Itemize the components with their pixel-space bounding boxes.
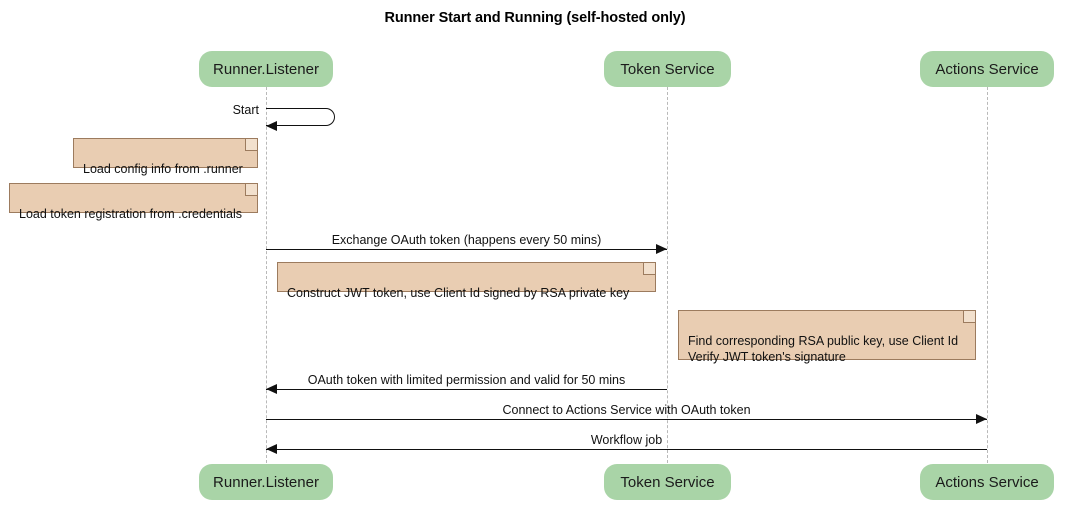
message-arrowhead-workflow-job (266, 444, 277, 454)
participant-actions-service-bottom[interactable]: Actions Service (920, 464, 1054, 500)
message-label-connect-actions-service: Connect to Actions Service with OAuth to… (502, 403, 751, 417)
participant-label: Token Service (620, 473, 715, 491)
message-label-workflow-job: Workflow job (590, 433, 663, 447)
message-line-connect-actions-service (266, 419, 987, 420)
note-text: Load config info from .runner (83, 162, 243, 176)
note-fold-corner-icon (963, 311, 975, 323)
participant-label: Actions Service (935, 60, 1039, 78)
note-fold-corner-icon (245, 184, 257, 196)
message-arrowhead-connect-actions-service (976, 414, 987, 424)
note-text: Find corresponding RSA public key, use C… (688, 334, 959, 364)
lifeline-actions (987, 87, 988, 463)
note-verify-jwt: Find corresponding RSA public key, use C… (678, 310, 976, 364)
self-message-start-arrowhead (266, 121, 277, 131)
participant-runner-listener-top[interactable]: Runner.Listener (199, 51, 333, 87)
message-line-oauth-token-response (266, 389, 667, 390)
participant-label: Runner.Listener (213, 473, 319, 491)
note-fold-corner-icon (245, 139, 257, 151)
participant-label: Actions Service (935, 473, 1039, 491)
note-load-token-registration: Load token registration from .credential… (9, 183, 258, 221)
note-text: Load token registration from .credential… (19, 207, 243, 221)
message-label-start: Start (232, 103, 259, 117)
message-arrowhead-oauth-token-response (266, 384, 277, 394)
participant-label: Token Service (620, 60, 715, 78)
participant-label: Runner.Listener (213, 60, 319, 78)
lifeline-token (667, 87, 668, 463)
participant-runner-listener-bottom[interactable]: Runner.Listener (199, 464, 333, 500)
page-title: Runner Start and Running (self-hosted on… (384, 10, 686, 26)
participant-actions-service-top[interactable]: Actions Service (920, 51, 1054, 87)
participant-token-service-top[interactable]: Token Service (604, 51, 731, 87)
message-label-oauth-token-response: OAuth token with limited permission and … (307, 373, 626, 387)
note-fold-corner-icon (643, 263, 655, 275)
message-line-exchange-oauth-token (266, 249, 667, 250)
message-line-workflow-job (266, 449, 987, 450)
lifeline-runner (266, 87, 267, 463)
note-construct-jwt: Construct JWT token, use Client Id signe… (277, 262, 656, 300)
self-message-start-loop (266, 108, 335, 126)
note-text: Construct JWT token, use Client Id signe… (287, 286, 630, 300)
message-label-exchange-oauth-token: Exchange OAuth token (happens every 50 m… (331, 233, 602, 247)
message-arrowhead-exchange-oauth-token (656, 244, 667, 254)
note-load-config: Load config info from .runner (73, 138, 258, 176)
participant-token-service-bottom[interactable]: Token Service (604, 464, 731, 500)
